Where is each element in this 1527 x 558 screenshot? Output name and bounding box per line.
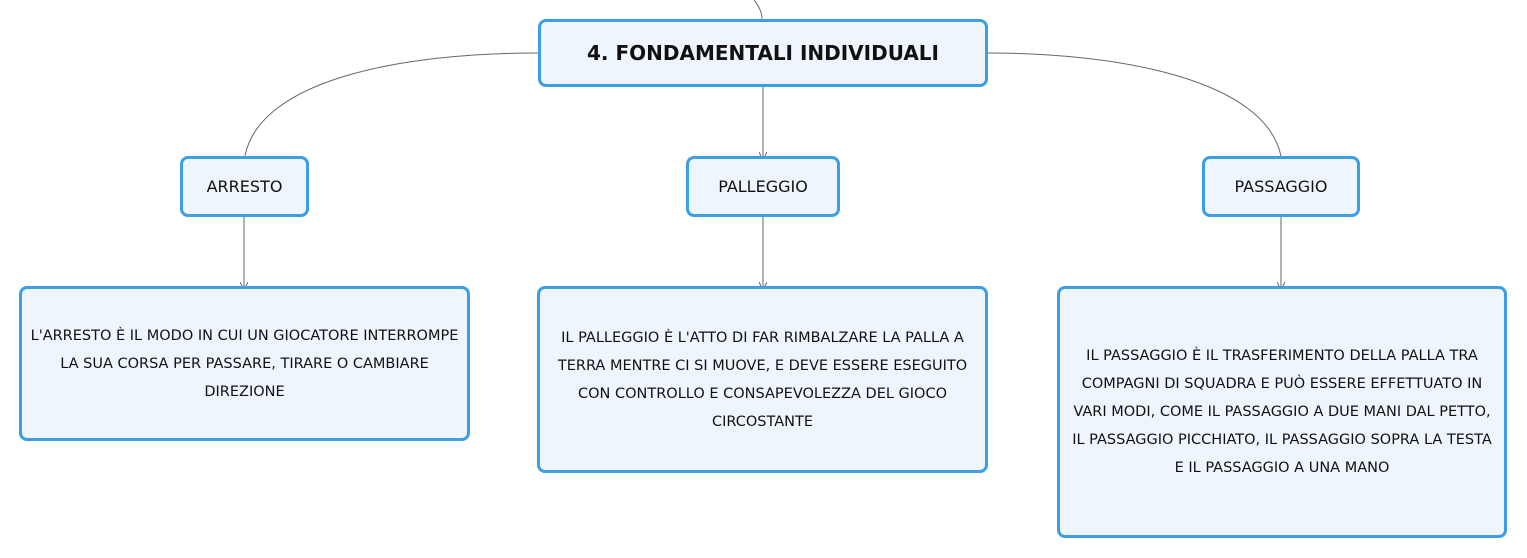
description-text-palleggio: IL PALLEGGIO È L'ATTO DI FAR RIMBALZARE … xyxy=(557,329,968,430)
topic-label-passaggio: PASSAGGIO xyxy=(1234,177,1328,196)
connector-root-to-passaggio xyxy=(987,52,1282,157)
root-topic-label: 4. FONDAMENTALI INDIVIDUALI xyxy=(586,41,939,65)
topic-label-arresto: ARRESTO xyxy=(206,177,283,196)
description-text-passaggio: IL PASSAGGIO È IL TRASFERIMENTO DELLA PA… xyxy=(1072,348,1492,476)
connector-parent-to-root xyxy=(753,0,763,20)
topic-label-palleggio: PALLEGGIO xyxy=(718,177,808,196)
root-topic-node[interactable]: 4. FONDAMENTALI INDIVIDUALI xyxy=(538,19,988,87)
topic-node-palleggio[interactable]: PALLEGGIO xyxy=(686,156,840,217)
topic-node-passaggio[interactable]: PASSAGGIO xyxy=(1202,156,1360,217)
connector-root-to-arresto xyxy=(244,52,539,157)
description-node-palleggio[interactable]: IL PALLEGGIO È L'ATTO DI FAR RIMBALZARE … xyxy=(537,286,988,473)
description-node-passaggio[interactable]: IL PASSAGGIO È IL TRASFERIMENTO DELLA PA… xyxy=(1057,286,1507,538)
description-node-arresto[interactable]: L'ARRESTO È IL MODO IN CUI UN GIOCATORE … xyxy=(19,286,470,441)
description-text-arresto: L'ARRESTO È IL MODO IN CUI UN GIOCATORE … xyxy=(30,327,459,400)
topic-node-arresto[interactable]: ARRESTO xyxy=(180,156,309,217)
